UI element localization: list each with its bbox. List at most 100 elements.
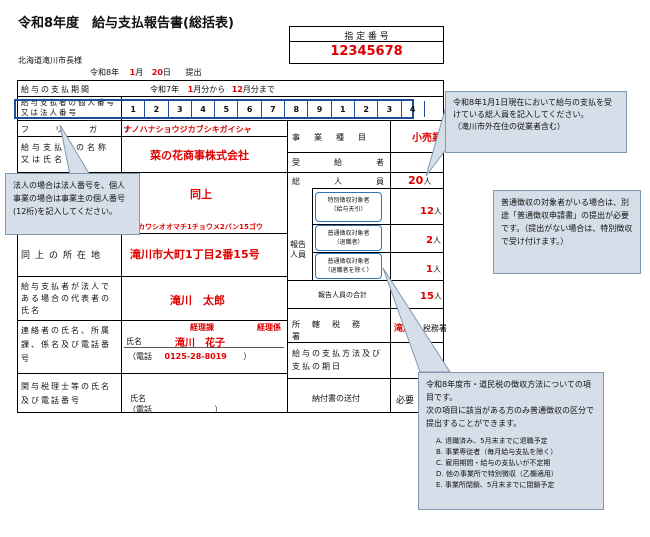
tax-office-value[interactable]: 滝川 税務署 (394, 321, 447, 334)
location-value[interactable]: 滝川市大町1丁目2番15号 (130, 248, 260, 261)
collection-method-item: B. 事業専従者（毎月給与支払を除く） (436, 448, 558, 456)
tax-accountant-tel-label: （電話 (128, 405, 152, 414)
period-to-month[interactable]: 12 (231, 85, 243, 94)
collection-method-item: A. 退職済み、5月末までに退職予定 (436, 437, 548, 445)
corp-number-digit[interactable]: 1 (332, 101, 355, 117)
report-total-value[interactable]: 15人 (420, 291, 442, 302)
collection-method-item: D. 他の事業所で特別徴収（乙欄適用） (436, 470, 558, 478)
submit-word: 提出 (185, 68, 202, 77)
business-value[interactable]: 小売業 (412, 133, 442, 144)
report-label: 報告人員 (290, 240, 306, 259)
special-sub: （給与天引） (330, 206, 367, 213)
send-label: 納付書の送付 (312, 394, 360, 403)
corp-number-label: 給与支払者の個人番号又は法人番号 (21, 98, 116, 117)
period-label-text: 給与の支払期間 (21, 85, 91, 94)
special-label: 特別徴収対象者 (327, 197, 370, 204)
collection-method-item: E. 事業所閉鎖、5月末までに閉鎖予定 (436, 481, 555, 489)
report-total-unit: 人 (433, 292, 442, 301)
address-kana[interactable]: タキカワシオオマチ1チョウメ2バン15ゴウ (124, 223, 263, 231)
address-same-value[interactable]: 同上 (190, 188, 212, 201)
corp-number-digit[interactable]: 3 (378, 101, 402, 117)
contact-tel: （電話 0125-28-8019 ） (128, 351, 251, 362)
corp-number-digit[interactable]: 1 (122, 101, 146, 117)
contact-tel-value[interactable]: 0125-28-8019 (164, 352, 227, 361)
normal-retired-value-number[interactable]: 2 (426, 235, 433, 246)
submit-month-unit: 月 (135, 68, 144, 77)
contact-label: 連絡者の氏名、所属課、係名及び電話番号 (21, 326, 111, 363)
representative-value[interactable]: 滝川 太郎 (170, 294, 225, 307)
callout-normal-collection: 普通徴収の対象者がいる場合は、別途「普通徴収申請書」の提出が必要です。（提出がな… (493, 190, 641, 274)
total-unit: 人 (423, 177, 432, 186)
submit-era: 令和8年 (90, 68, 120, 77)
corp-number-digit[interactable]: 8 (285, 101, 309, 117)
corp-number-digit[interactable]: 9 (308, 101, 332, 117)
normal-other-label: 普通徴収対象者 (327, 258, 370, 265)
callout-collection-method: 令和8年度市・道民税の徴収方法についての項目です。 次の項目に該当がある方のみ普… (418, 372, 604, 510)
normal-other-value[interactable]: 1人 (426, 264, 441, 275)
normal-retired-box: 普通徴収対象者 （退職者） (315, 225, 382, 251)
special-value-number[interactable]: 12 (420, 206, 434, 217)
tax-accountant-tel: （電話 ） (128, 404, 223, 415)
tax-office-label: 所轄税務署 (292, 320, 372, 341)
submit-day[interactable]: 20 (151, 68, 163, 77)
submit-day-unit: 日 (162, 68, 171, 77)
corp-number-digit[interactable]: 7 (262, 101, 286, 117)
business-label: 事業種目 (292, 133, 380, 142)
report-total-number[interactable]: 15 (420, 291, 434, 302)
send-value[interactable]: 必要 (396, 396, 415, 406)
representative-label: 給与支払者が法人である場合の代表者の氏名 (21, 282, 111, 315)
form-frame (17, 80, 444, 413)
normal-retired-value[interactable]: 2人 (426, 235, 441, 246)
special-value[interactable]: 12人 (420, 206, 442, 217)
normal-other-value-number[interactable]: 1 (426, 264, 433, 275)
corp-number-digit[interactable]: 2 (145, 101, 169, 117)
corp-number-digit[interactable]: 4 (192, 101, 216, 117)
corp-number-field[interactable] (14, 99, 414, 119)
submit-month[interactable]: 1 (129, 68, 136, 77)
collection-method-list: A. 退職済み、5月末までに退職予定 B. 事業専従者（毎月給与支払を除く） C. … (426, 436, 596, 491)
special-unit: 人 (433, 207, 442, 216)
normal-other-sub: （退職者を除く） (324, 267, 373, 274)
collection-method-item: C. 雇用期間・給与の支払いが不定期 (436, 459, 551, 467)
contact-section[interactable]: 経理係 (257, 323, 281, 332)
contact-name[interactable]: 滝川 花子 (175, 338, 225, 349)
tax-accountant-tel-close: ） (214, 405, 223, 414)
designation-label: 指 定 番 号 (344, 32, 389, 42)
normal-retired-label: 普通徴収対象者 (327, 230, 370, 237)
tax-accountant-name-label: 氏名 (130, 394, 146, 403)
recipients-label: 受給者 (292, 158, 418, 167)
tax-office-name[interactable]: 滝川 (394, 324, 413, 334)
corp-number-digit[interactable]: 6 (238, 101, 262, 117)
contact-tel-close: ） (243, 352, 252, 361)
contact-dept[interactable]: 経理課 (190, 323, 214, 332)
tax-accountant-label: 関与税理士等の氏名及び電話番号 (21, 382, 111, 405)
callout-total-staff: 令和8年1月1日現在において給与の支払を受けている総人員を記入してください。 （… (445, 91, 627, 153)
corp-number-digit[interactable]: 3 (169, 101, 192, 117)
designation-value[interactable]: 12345678 (330, 44, 403, 59)
period-from-month[interactable]: 1 (187, 85, 194, 94)
normal-other-box: 普通徴収対象者 （退職者を除く） (315, 253, 382, 279)
payer-name-value[interactable]: 菜の花商事株式会社 (150, 149, 249, 162)
period-value: 令和7年 1月分から 12月分まで (150, 84, 275, 95)
total-value[interactable]: 20人 (408, 174, 431, 187)
callout-corp-number: 法人の場合は法人番号を、個人事業の場合は事業主の個人番号(12桁)を記入してくだ… (5, 173, 140, 235)
corp-number-digit[interactable]: 5 (215, 101, 239, 117)
recipient: 北海道滝川市長様 (18, 56, 82, 65)
normal-retired-sub: （退職者） (333, 239, 364, 246)
total-label: 総人員 (292, 177, 418, 186)
designation-box: 指 定 番 号 12345678 (289, 26, 444, 64)
page-title: 令和8年度 給与支払報告書(総括表) (18, 16, 234, 31)
contact-name-label: 氏名 (126, 337, 142, 346)
tax-office-suffix: 税務署 (422, 324, 447, 333)
period-from-suffix: 月分から (193, 85, 226, 94)
total-value-number[interactable]: 20 (408, 174, 424, 187)
payer-name-label: 給与支払者の名称又は氏名 (21, 143, 109, 164)
corp-number-digit[interactable]: 2 (355, 101, 379, 117)
special-collection-box: 特別徴収対象者 （給与天引） (315, 192, 382, 222)
submit-date: 令和8年 1月 20日 提出 (90, 67, 201, 78)
furigana-value[interactable]: ナノハナショウジカブシキガイシャ (124, 125, 252, 134)
normal-retired-unit: 人 (432, 236, 441, 245)
corp-number-digit[interactable]: 4 (402, 101, 425, 117)
location-label: 同上の所在地 (21, 251, 106, 261)
